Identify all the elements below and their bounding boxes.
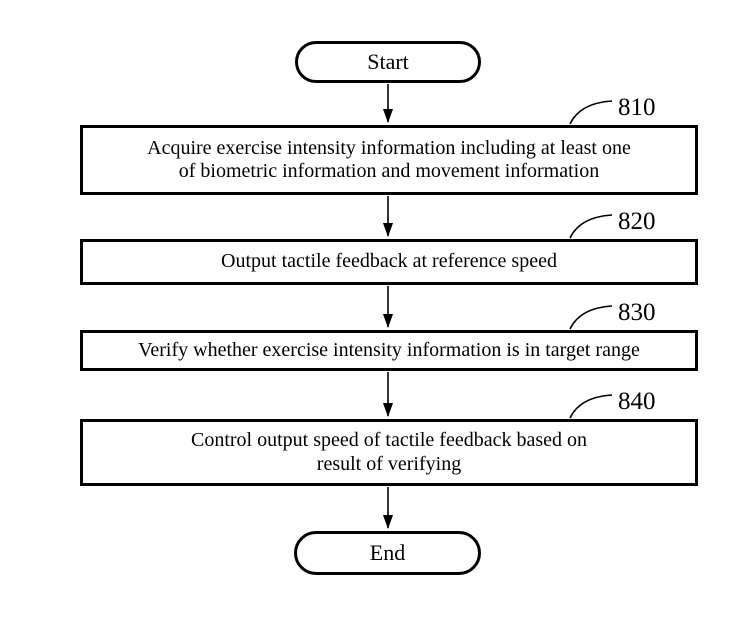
process-box-840: Control output speed of tactile feedback…	[80, 419, 698, 486]
end-terminator: End	[294, 531, 481, 575]
end-label: End	[369, 540, 406, 565]
ref-label-830: 830	[618, 299, 656, 326]
process-box-820: Output tactile feedback at reference spe…	[80, 239, 698, 285]
start-terminator: Start	[295, 41, 481, 83]
leader-line-840	[569, 394, 613, 419]
ref-label-810: 810	[618, 94, 656, 121]
ref-label-840: 840	[618, 388, 656, 415]
start-label: Start	[367, 49, 409, 74]
ref-label-820: 820	[618, 208, 656, 235]
leader-line-810	[569, 100, 613, 125]
leader-line-820	[569, 214, 613, 239]
leader-line-830	[569, 305, 613, 330]
process-box-810: Acquire exercise intensity information i…	[80, 125, 698, 195]
process-box-830: Verify whether exercise intensity inform…	[80, 330, 698, 371]
